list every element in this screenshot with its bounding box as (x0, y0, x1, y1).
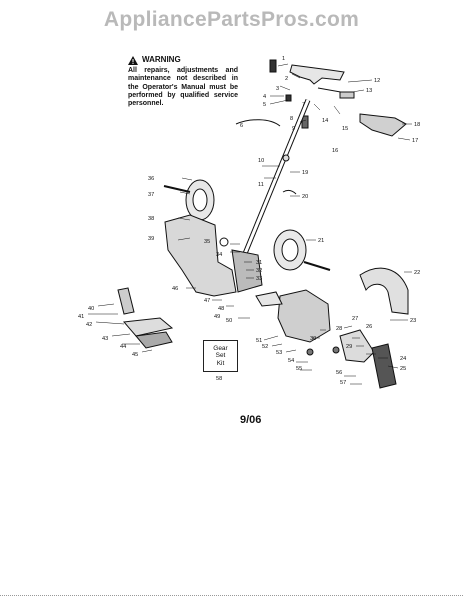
part-label-49: 49 (214, 314, 220, 320)
blade-guard-part (359, 267, 409, 315)
warning-notice: WARNING All repairs, adjustments and mai… (128, 56, 238, 108)
part-label-30: 30 (310, 336, 316, 342)
bearing-part (306, 348, 314, 356)
part-label-8: 8 (290, 116, 293, 122)
part-label-50: 50 (226, 318, 232, 324)
part-label-32: 32 (256, 268, 262, 274)
frame-housing-part (164, 214, 237, 297)
watermark-title: AppliancePartsPros.com (103, 8, 360, 31)
warning-title: WARNING (142, 55, 181, 65)
edger-blade-part (371, 343, 397, 389)
part-label-23: 23 (410, 318, 416, 324)
rear-axle-bolt-part (163, 185, 191, 193)
warning-text: All repairs, adjustments and maintenance… (128, 67, 238, 108)
handle-top-part (289, 64, 345, 85)
leader-lines (88, 63, 412, 385)
part-label-53: 53 (276, 350, 282, 356)
part-label-4: 4 (263, 94, 266, 100)
warning-heading: WARNING (128, 56, 238, 65)
part-label-39: 39 (148, 236, 154, 242)
part-label-56: 56 (336, 370, 342, 376)
part-label-15: 15 (342, 126, 348, 132)
part-label-14: 14 (322, 118, 328, 124)
shaft-collar-part (282, 154, 290, 162)
part-label-19: 19 (302, 170, 308, 176)
part-label-9: 9 (292, 126, 295, 132)
part-label-2: 2 (285, 76, 288, 82)
gearbox-part (277, 289, 331, 343)
kit-line-1: Gear (213, 344, 228, 352)
washer-part (332, 346, 340, 354)
front-wheel-hub (281, 238, 299, 262)
part-label-42: 42 (86, 322, 92, 328)
part-label-55: 55 (296, 366, 302, 372)
handle-knob-part (269, 59, 277, 73)
part-label-48: 48 (218, 306, 224, 312)
gear-set-kit-box: Gear Set Kit (203, 340, 238, 372)
cable-part (235, 119, 281, 127)
front-axle-bolt-part (303, 261, 331, 271)
part-label-24: 24 (400, 356, 406, 362)
part-label-16: 16 (332, 148, 338, 154)
plate-part (255, 291, 283, 307)
part-label-13: 13 (366, 88, 372, 94)
part-label-52: 52 (262, 344, 268, 350)
part-label-58: 58 (216, 376, 222, 382)
part-label-34: 34 (216, 252, 222, 258)
part-label-20: 20 (302, 194, 308, 200)
nut-part (285, 94, 292, 102)
part-label-3: 3 (276, 86, 279, 92)
bracket-clip-part (301, 115, 309, 129)
part-label-38: 38 (148, 216, 154, 222)
part-label-40: 40 (88, 306, 94, 312)
part-label-17: 17 (412, 138, 418, 144)
part-label-57: 57 (340, 380, 346, 386)
page-footer-rule (0, 595, 463, 597)
part-label-6: 6 (240, 123, 243, 129)
part-label-5: 5 (263, 102, 266, 108)
part-label-35: 35 (204, 239, 210, 245)
part-label-18: 18 (414, 122, 420, 128)
part-label-54: 54 (288, 358, 294, 364)
part-label-12: 12 (374, 78, 380, 84)
part-label-41: 41 (78, 314, 84, 320)
date-code: 9/06 (240, 414, 262, 426)
part-label-45: 45 (132, 352, 138, 358)
part-label-22: 22 (414, 270, 420, 276)
part-label-29: 29 (346, 344, 352, 350)
warning-triangle-icon (128, 56, 138, 65)
handle-bracket-part (339, 91, 355, 99)
shaft-clip-part (282, 189, 297, 195)
part-label-33: 33 (256, 276, 262, 282)
part-label-27: 27 (352, 316, 358, 322)
part-label-43: 43 (102, 336, 108, 342)
part-label-1: 1 (282, 56, 285, 62)
engine-mount-part (231, 249, 263, 293)
part-label-28: 28 (336, 326, 342, 332)
part-label-10: 10 (258, 158, 264, 164)
part-label-25: 25 (400, 366, 406, 372)
part-label-47: 47 (204, 298, 210, 304)
part-label-46: 46 (172, 286, 178, 292)
part-label-26: 26 (366, 324, 372, 330)
part-label-7: 7 (302, 102, 305, 108)
part-label-31: 31 (256, 260, 262, 266)
kit-line-2: Set (215, 352, 226, 360)
spacer-part (219, 237, 229, 247)
handle-lever-part (359, 113, 407, 137)
part-label-37: 37 (148, 192, 154, 198)
skid-plate-part (135, 331, 173, 349)
part-label-11: 11 (258, 182, 264, 188)
guide-plate-part (123, 317, 174, 337)
kit-line-3: Kit (216, 359, 225, 367)
rear-wheel-hub (192, 188, 208, 212)
part-label-36: 36 (148, 176, 154, 182)
part-label-44: 44 (120, 344, 126, 350)
part-label-51: 51 (256, 338, 262, 344)
depth-lever-part (117, 287, 135, 315)
part-label-21: 21 (318, 238, 324, 244)
